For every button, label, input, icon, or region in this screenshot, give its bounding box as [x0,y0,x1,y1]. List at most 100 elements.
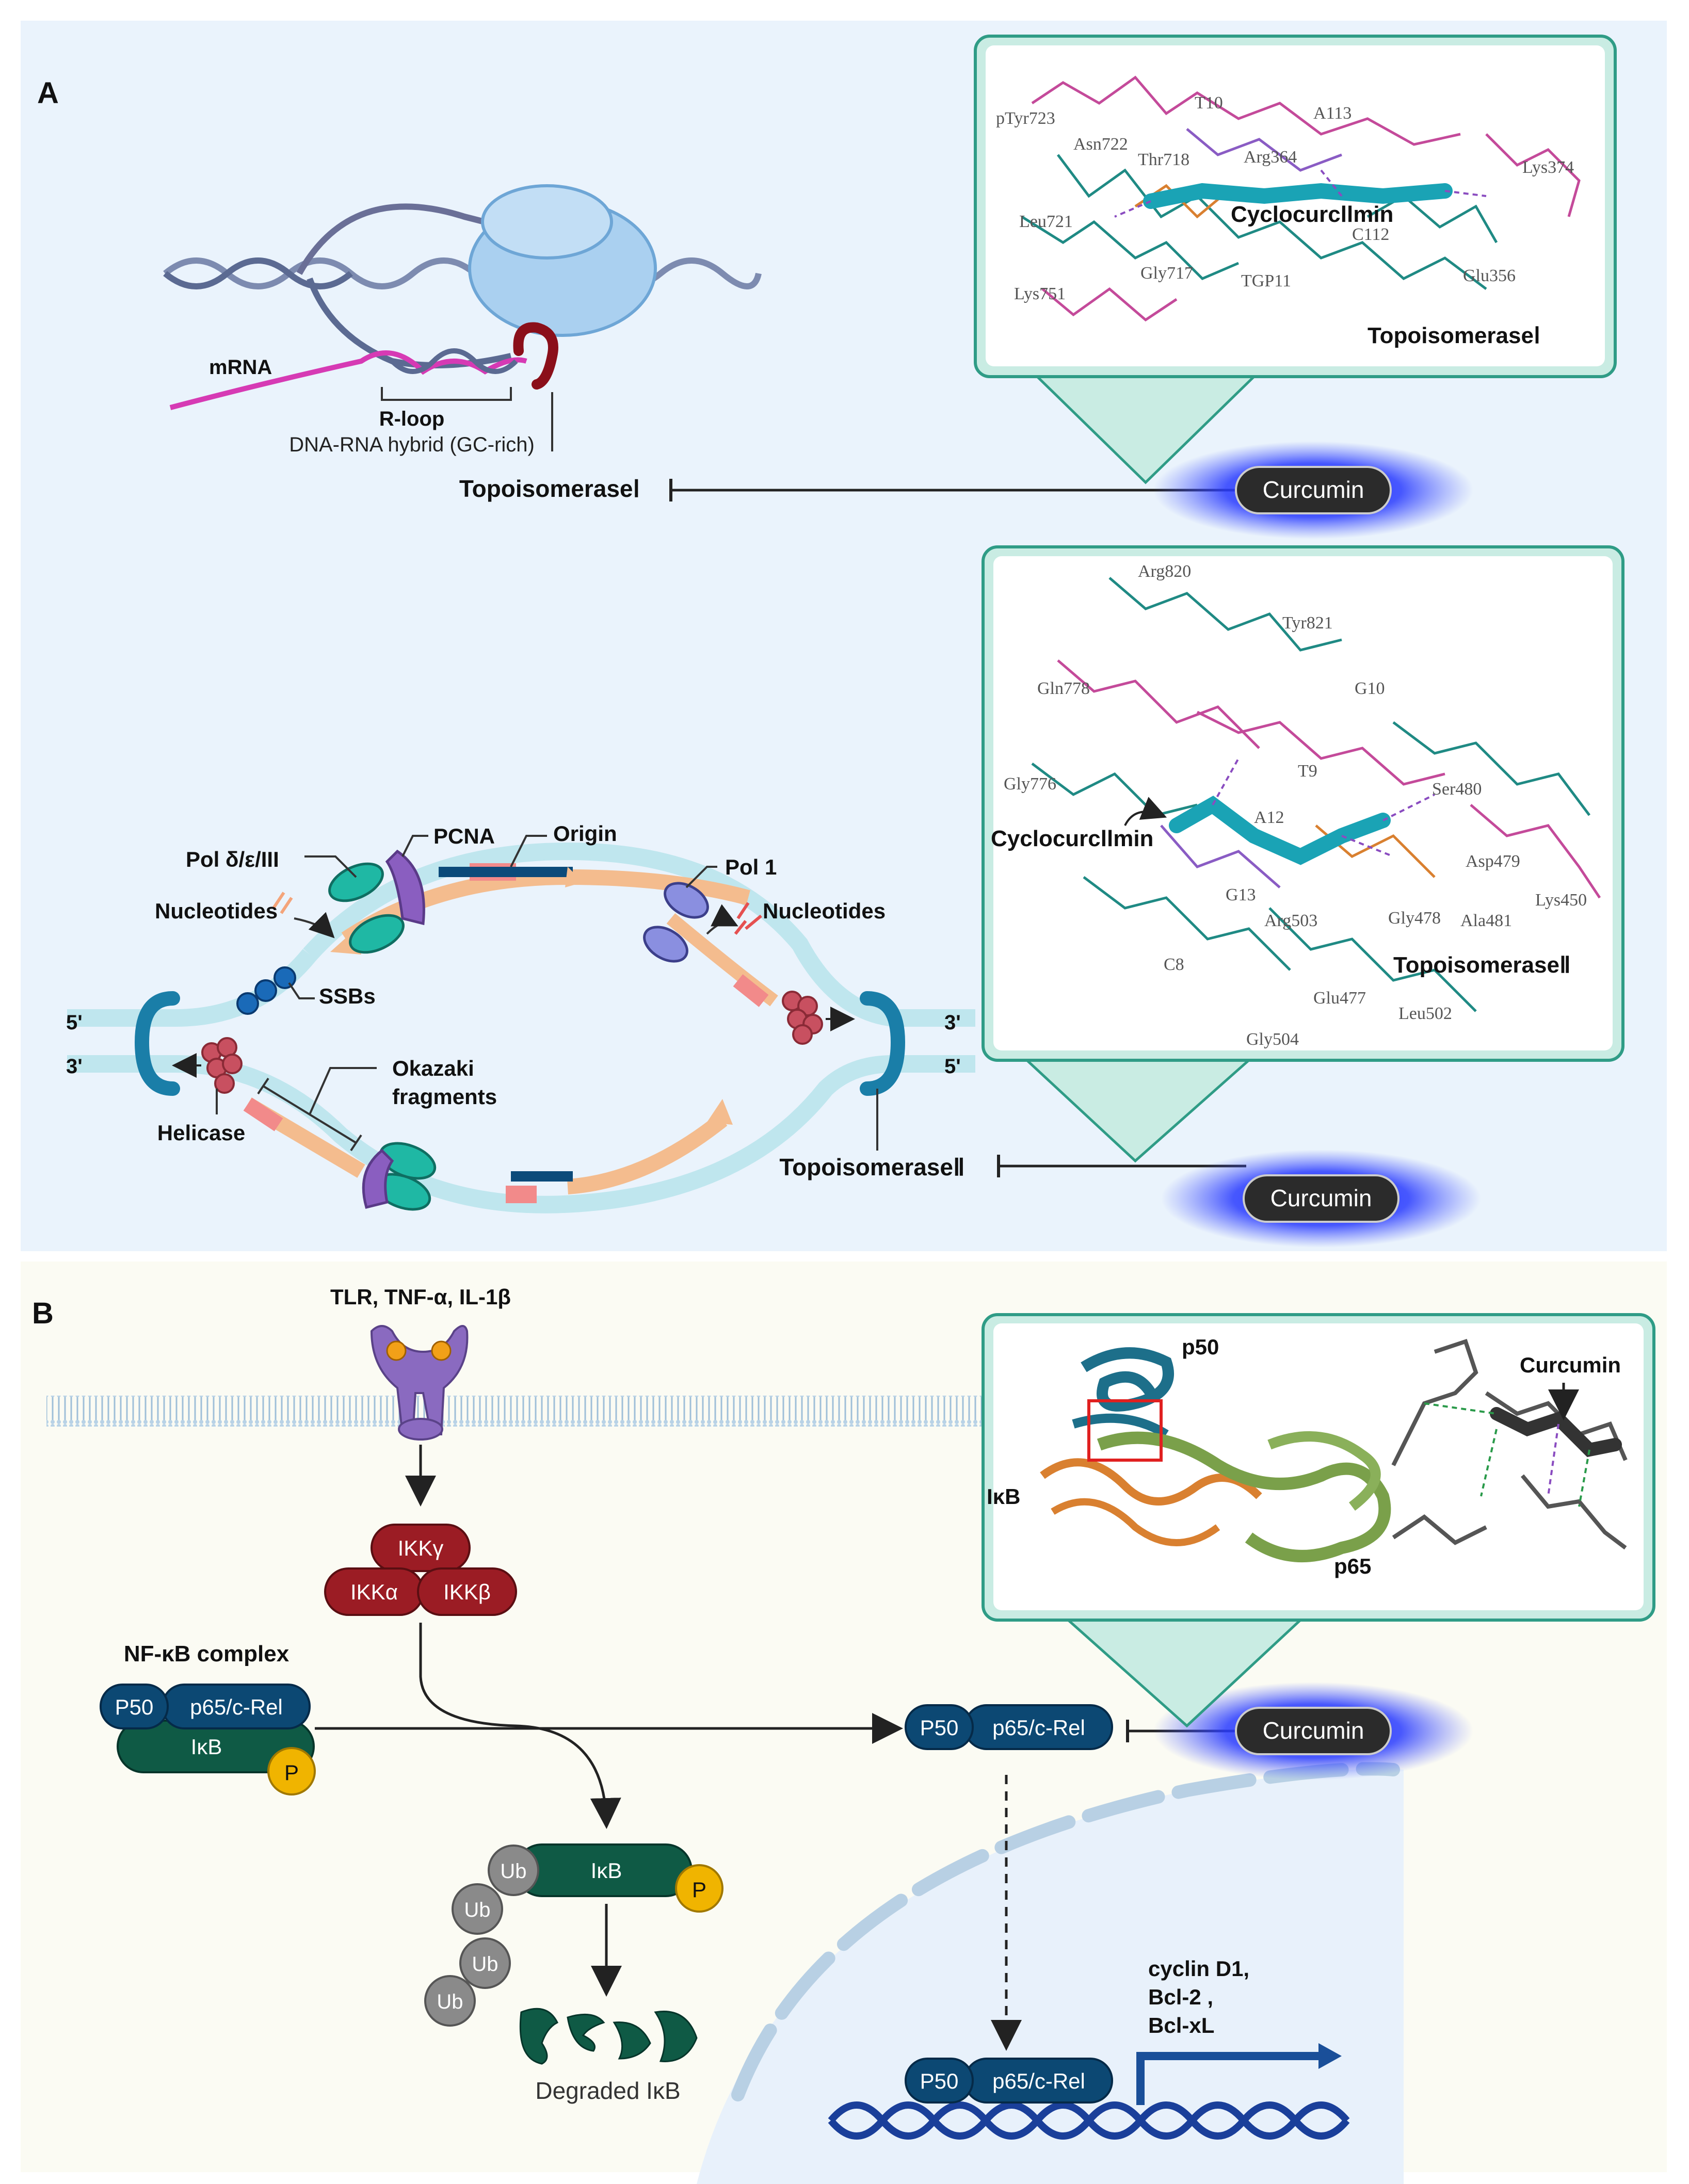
ikb-fragment [654,2011,698,2062]
ikk-beta-label: IKKβ [443,1580,491,1604]
dna-strand-lower [163,257,353,289]
residue-label: T9 [1298,762,1317,781]
transcription-arrow-head [1318,2043,1342,2069]
ikb-label: IκB [191,1735,222,1759]
dna-helix-strand-2 [828,2101,1350,2140]
cell-membrane [46,1396,996,1427]
curcumin-pill-b: Curcumin [1153,1682,1473,1780]
residue-label: Leu721 [1019,212,1073,231]
p50-ribbon-2 [1072,1413,1169,1438]
ubiquitin-icon [452,1883,503,1935]
rloop-bracket [381,387,512,401]
pcna-clamp-top [385,849,425,926]
topo2-clamp-right [860,991,906,1096]
residue-label: Glu356 [1463,266,1516,285]
ssb-protein [274,966,296,989]
nfkb-complex: NF-κB complex IκB p65/c-Rel P50 P [100,1641,316,1795]
primer-right [733,974,769,1007]
ubiquitin-label: Ub [500,1860,526,1883]
inset-curcumin-label: Curcumin [1520,1353,1621,1377]
residue-label: Lys450 [1535,891,1587,910]
curcumin-pill-bg [1235,1707,1392,1755]
leader-origin [510,835,547,867]
nucleotides-right-label: Nucleotides [763,899,886,923]
residue-label: C112 [1352,225,1389,244]
nuclear-p50-label: P50 [920,2069,959,2093]
inset-topo1-hbonds [1114,169,1487,218]
residue-label: TGP11 [1241,271,1291,290]
pol1-enzyme [664,882,709,919]
rloop-label: R-loop [379,408,445,430]
phospho-label: P [284,1760,299,1785]
helicase-left [201,1037,243,1094]
residue-label: A113 [1313,104,1352,123]
ubiquitin-icon [424,1975,476,2027]
ssbs-label: SSBs [319,984,376,1008]
residue-label: T10 [1195,93,1223,112]
ikb-ribbon-2 [1051,1498,1220,1546]
pcna-clamp-bottom [362,1148,394,1209]
topo1-label: TopoisomeraseⅠ [459,475,640,502]
arrow-ikk-to-ikb [419,1623,621,1829]
free-p50-bar [905,1704,974,1750]
leader-pcna [401,835,428,857]
inset-topo1: pTyr723 Asn722 Thr718 T10 A113 Arg364 Ly… [974,35,1617,484]
hybrid-label: DNA-RNA hybrid (GC-rich) [289,433,535,456]
leading-strand-bottom [567,1113,728,1194]
topoisomerase-1-clamp [513,322,558,390]
leader-ssbs [288,982,315,999]
inset-p50-label: p50 [1182,1335,1219,1359]
leading-arrow-right [565,867,583,887]
inset-p65-label: p65 [1334,1554,1371,1578]
five-prime-right: 5' [944,1055,961,1078]
curcumin-pill-bg [1235,466,1392,514]
residue-label: Lys374 [1522,158,1574,177]
nuclear-p65-label: p65/c-Rel [992,2069,1085,2093]
target-gene-3: Bcl-xL [1148,2013,1214,2037]
inset-nfkb: p50 IκB p65 Curcumin [982,1313,1655,1728]
helicase-right [782,991,823,1045]
residue-label: Glu477 [1313,989,1366,1008]
nucleotides-icon-right [734,902,762,935]
residue-label: Gly717 [1140,264,1193,283]
residue-label: Thr718 [1138,150,1189,169]
p50-bar [100,1684,169,1729]
inset-topo1-target-label: TopoisomeraseⅠ [1368,323,1540,348]
curcumin-pill-bg [1243,1174,1400,1223]
ubiquitin-label: Ub [437,1991,463,2013]
nuclear-p50-bar [905,2058,974,2104]
phospho-badge [267,1747,316,1795]
leader-okazaki [309,1067,377,1115]
ikb-ribbon [1040,1458,1262,1506]
degraded-label: Degraded IκB [535,2077,680,2104]
curcumin-label: Curcumin [1263,1717,1364,1744]
receptor-base [398,1418,443,1441]
residue-label: Gly478 [1388,909,1441,928]
okazaki-label-line2: fragments [392,1085,497,1109]
ikk-gamma-label: IKKγ [398,1536,444,1560]
residue-label: A12 [1254,808,1284,827]
ikk-gamma [371,1524,471,1572]
residue-label: Lys751 [1014,284,1066,303]
nucleotides-icon-left [272,892,293,914]
inset-topo1-ligand [1143,183,1453,209]
inset-topo2: Arg820 Tyr821 Gln778 G10 Gly776 T9 Ser48… [982,545,1624,1163]
receptor-label: TLR, TNF-α, IL-1β [330,1285,511,1309]
ligand-pointer-arrow [1124,797,1167,826]
ligand-ball-icon [431,1340,452,1361]
inset-topo2-ligand [1169,796,1391,865]
primer-left [243,1097,283,1131]
residue-label: Tyr821 [1282,613,1333,633]
three-prime-left: 3' [66,1055,83,1078]
pol-delta-bottom [349,914,405,954]
replication-bubble: Pol δ/ε/III PCNA Origin Nucleotides Pol … [66,821,975,1214]
ub-ikb-phospho-badge [675,1864,723,1913]
inset-topo1-image [986,45,1605,366]
inset-nfkb-hbonds [1424,1402,1590,1507]
p65-ribbon-2 [1267,1431,1381,1511]
receptor: TLR, TNF-α, IL-1β [330,1285,511,1441]
three-prime-right: 3' [944,1011,961,1034]
free-nfkb: p65/c-Rel P50 [905,1704,1113,1750]
residue-label: Leu502 [1398,1004,1452,1023]
